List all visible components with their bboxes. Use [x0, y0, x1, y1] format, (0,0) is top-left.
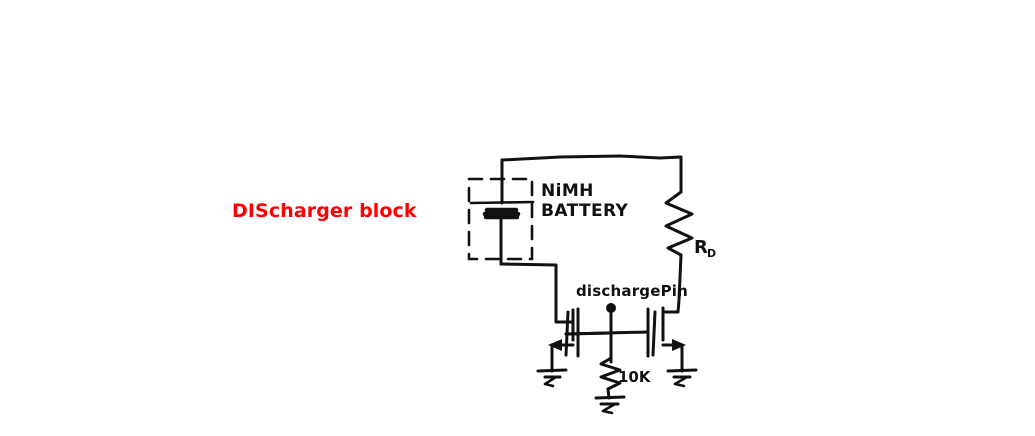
discharge-pin-label: dischargePin — [576, 282, 688, 300]
wire-battery-to-left-fet — [499, 262, 575, 324]
resistor-rd-label-main: R — [694, 237, 708, 258]
battery-symbol — [469, 200, 535, 220]
resistor-10k-label-text: 10K — [618, 368, 652, 386]
mosfet-right-arrow — [672, 339, 686, 351]
discharge-pin-node — [606, 303, 616, 364]
resistor-rd-symbol — [664, 190, 694, 257]
resistor-10k-label: 10K — [618, 368, 652, 386]
wire-gate-bus — [564, 330, 650, 336]
battery-label-line2: BATTERY — [541, 201, 629, 221]
mosfet-left-arrow — [548, 339, 562, 351]
discharge-pin-label-text: dischargePin — [576, 282, 688, 300]
junction-dot — [606, 303, 616, 313]
ground-symbol-right — [666, 368, 698, 388]
wire-top-rail — [500, 154, 683, 162]
block-caption: DIScharger block — [232, 200, 417, 222]
battery-label-line1: NiMH — [541, 181, 594, 201]
mosfet-right — [646, 306, 686, 373]
ground-symbol-left — [536, 368, 568, 388]
resistor-rd-label: R D — [694, 237, 716, 260]
ground-symbol-center — [594, 395, 626, 415]
resistor-rd-label-subscript: D — [707, 247, 716, 260]
battery-dashed-enclosure — [467, 177, 534, 261]
battery-label: NiMH BATTERY — [541, 181, 629, 221]
wire-right-rail-bottom — [661, 253, 683, 314]
